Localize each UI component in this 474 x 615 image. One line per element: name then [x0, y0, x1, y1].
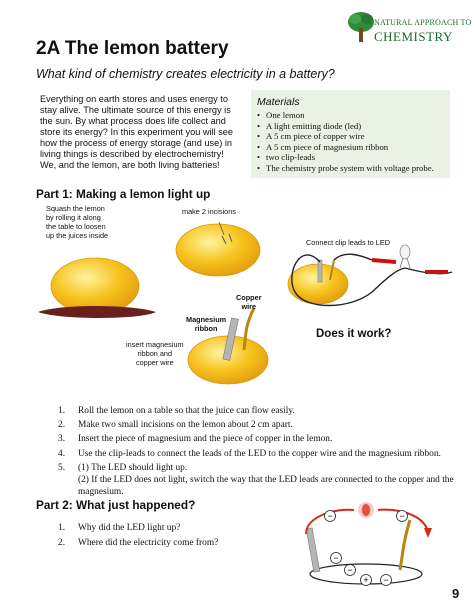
- page-subtitle: What kind of chemistry creates electrici…: [36, 67, 335, 81]
- magnesium-ribbon-label: Magnesium ribbon: [186, 315, 227, 333]
- magnesium-electrode: [305, 527, 321, 573]
- list-item: •A 5 cm piece of magnesium ribbon: [257, 141, 389, 152]
- incision-label: make 2 incisions: [182, 207, 236, 216]
- incision-lemon: [175, 221, 261, 277]
- list-item: •A 5 cm piece of copper wire: [257, 131, 365, 142]
- led-icon: [361, 503, 371, 517]
- arrowhead-icon: [424, 528, 432, 538]
- intro-line: how the process of energy storage (and u…: [40, 138, 233, 148]
- lemon-with-electrodes: [187, 307, 269, 385]
- tree-icon: [348, 12, 374, 42]
- materials-title: Materials: [257, 96, 300, 108]
- intro-line: Everything on earth stores and uses ener…: [40, 94, 228, 104]
- squashed-lemon: [38, 257, 156, 318]
- intro-line: the sun. By what process does life colle…: [40, 116, 226, 126]
- sign-label: −: [347, 565, 352, 575]
- materials-box: Materials •One lemon •A light emitting d…: [251, 90, 450, 178]
- logo-line1: NATURAL APPROACH TO: [374, 18, 472, 27]
- electron-flow-diagram: − − − − + −: [305, 502, 432, 586]
- list-item: 3.Insert the piece of magnesium and the …: [58, 434, 333, 445]
- list-item: 2.Make two small incisions on the lemon …: [58, 420, 293, 431]
- page-number: 9: [452, 586, 460, 601]
- arrow-left: [305, 508, 355, 535]
- page-title: 2A The lemon battery: [36, 38, 229, 59]
- arrow-right: [377, 508, 429, 533]
- list-item: •One lemon: [257, 110, 305, 120]
- part1-heading: Part 1: Making a lemon light up: [36, 187, 211, 201]
- list-item: •The chemistry probe system with voltage…: [257, 162, 434, 173]
- list-item: 1.Roll the lemon on a table so that the …: [58, 406, 295, 416]
- list-item: 1.Why did the LED light up?: [58, 523, 181, 533]
- sign-label: −: [383, 575, 388, 585]
- list-item: 2.Where did the electricity come from?: [58, 537, 219, 548]
- sign-label: −: [399, 511, 404, 521]
- insert-label: insert magnesium ribbon and copper wire: [126, 340, 184, 367]
- logo-line2: CHEMISTRY: [374, 29, 453, 44]
- natural-approach-logo: NATURAL APPROACH TO CHEMISTRY: [346, 8, 472, 52]
- intro-line: store its energy? In this experiment you…: [40, 127, 234, 137]
- procedure-steps: 1.Roll the lemon on a table so that the …: [58, 404, 458, 498]
- part1-illustration: [38, 221, 453, 385]
- sign-label: +: [363, 575, 368, 585]
- copper-wire-label: Copper wire: [236, 293, 262, 311]
- copper-electrode: [398, 519, 412, 571]
- intro-paragraph: Everything on earth stores and uses ener…: [40, 94, 240, 171]
- materials-list: •One lemon •A light emitting diode (led)…: [257, 110, 434, 174]
- lemon-led-circuit: [287, 244, 453, 307]
- list-item: •two clip-leads: [257, 152, 316, 163]
- list-item: •A light emitting diode (led): [257, 120, 362, 131]
- squash-label: Squash the lemon by rolling it along the…: [46, 204, 109, 240]
- question-list: 1.Why did the LED light up? 2.Where did …: [58, 521, 218, 551]
- intro-line: stay alive. The ultimate source of this …: [40, 105, 231, 115]
- intro-line: We, and the lemon, are both living batte…: [40, 160, 220, 170]
- sign-label: −: [333, 553, 338, 563]
- list-item: 5. (1) The LED should light up. (2) If t…: [58, 462, 454, 497]
- clip-leads-label: Connect clip leads to LED: [306, 238, 390, 247]
- sign-label: −: [327, 511, 332, 521]
- intro-line: living things is described by electroche…: [40, 149, 224, 159]
- part2-heading: Part 2: What just happened?: [36, 498, 196, 512]
- does-it-work-label: Does it work?: [316, 328, 392, 340]
- list-item: 4.Use the clip-leads to connect the lead…: [58, 448, 441, 459]
